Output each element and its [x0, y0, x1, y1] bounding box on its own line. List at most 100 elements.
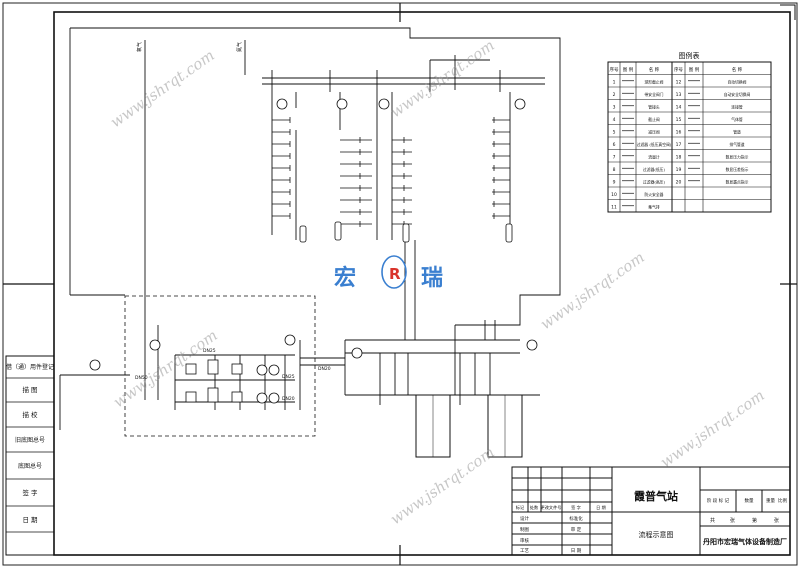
legend-cell: 2	[613, 92, 616, 98]
binding-item-3: 旧底图总号	[15, 436, 45, 444]
legend-cell: 连接管	[731, 105, 743, 110]
legend-cell: 10	[611, 192, 617, 198]
logo-char-right: 瑞	[421, 266, 443, 291]
legend-cell: 13	[676, 92, 682, 98]
legend-cell: 数显压力指示	[726, 155, 749, 160]
pipe-size-label-3: DN20	[282, 396, 295, 402]
binding-item-2: 描 校	[22, 410, 38, 419]
binding-item-4: 底图总号	[18, 462, 42, 470]
legend-cell: 12	[676, 80, 682, 86]
rev-header-4: 日 期	[596, 505, 606, 511]
storage-tanks	[415, 394, 523, 458]
legend-cell: 减压阀	[648, 130, 660, 135]
legend-cell: 管接头	[648, 105, 660, 110]
rev-header-3: 签 字	[571, 504, 581, 510]
legend-title: 图例表	[679, 51, 700, 60]
binding-item-5: 签 字	[22, 488, 38, 497]
regulator-panel-enclosure	[124, 295, 316, 437]
legend-cell: 16	[676, 130, 682, 136]
legend-cell: 15	[676, 117, 682, 123]
logo-char-mid: R	[389, 265, 401, 283]
title-block	[511, 466, 791, 556]
rev-header-0: 标记	[516, 504, 525, 511]
watermark-0: www.jshrqt.com	[107, 46, 218, 131]
legend-cell: 流量计	[648, 155, 660, 160]
legend-cell: 自动安全切换阀	[724, 92, 751, 97]
company-name: 丹阳市宏瑞气体设备制造厂	[702, 537, 787, 546]
pipe-size-label-0: DN25	[203, 348, 216, 354]
cylinder-bank-4	[492, 117, 510, 219]
role-3: 工艺	[520, 548, 529, 554]
legend-grid	[608, 62, 771, 212]
legend-cell: 数显压差指示	[726, 167, 749, 172]
title-block-text: 霞普气站 流程示意图 丹阳市宏瑞气体设备制造厂 标记 处数 更改文件号 签 字 …	[516, 489, 788, 554]
legend-header: 序号	[674, 66, 683, 73]
role2-1: 审 定	[571, 526, 582, 533]
legend-cell: 6	[613, 142, 616, 148]
legend-cell: 14	[676, 105, 682, 111]
legend-cell: 11	[611, 205, 617, 211]
legend-cell: 18	[676, 155, 682, 161]
role2-0: 标准化	[569, 515, 583, 522]
legend-header: 图 例	[623, 66, 634, 73]
watermark-4: www.jshrqt.com	[537, 248, 648, 333]
pipe-network	[59, 40, 545, 430]
legend-header: 序号	[610, 66, 619, 73]
legend-cell: 截止阀	[648, 117, 660, 122]
pipe-size-label-1: DN50	[135, 375, 148, 381]
stage-header-2: 重量	[766, 497, 775, 504]
cylinder-bank-1	[272, 117, 291, 219]
rev-header-2: 更改文件号	[541, 504, 562, 511]
cylinder-bank-2	[340, 137, 372, 227]
drawing-name: 霞普气站	[634, 489, 678, 503]
legend-cell: 1	[613, 80, 616, 86]
role-1: 制图	[520, 526, 529, 533]
legend-cell: 球形截止阀	[645, 80, 664, 85]
role2-2: 日 期	[571, 548, 582, 554]
legend-header: 名 称	[732, 66, 743, 73]
watermark-2: www.jshrqt.com	[110, 326, 221, 411]
rev-header-1: 处数	[530, 504, 539, 511]
pressure-gauges	[89, 98, 538, 371]
legend-cell: 自动切换阀	[728, 80, 747, 85]
role-0: 设计	[520, 515, 529, 522]
brand-logo: 宏 R 瑞	[334, 255, 443, 291]
legend-cell: 管道	[733, 130, 741, 135]
legend-cell: 过滤器(高压)	[643, 180, 665, 185]
gas-cylinders	[299, 221, 513, 243]
cylinder-bank-3	[392, 137, 412, 227]
legend-cell: 19	[676, 167, 682, 173]
pipe-label-nitrogen: 氮气	[236, 42, 243, 52]
legend-cell: 20	[676, 180, 682, 186]
pipe-size-label-2: DN25	[282, 374, 295, 380]
legend-cell: 4	[613, 117, 616, 123]
legend-cell: 7	[613, 155, 616, 161]
pipe-size-label-4: DN20	[318, 366, 331, 372]
legend-cell: 数显露点指示	[726, 180, 749, 185]
sheet-info-1: 张	[730, 517, 735, 524]
drawing-subtitle: 流程示意图	[639, 530, 674, 539]
legend-cell: 过滤器 (低压真空阀)	[637, 142, 672, 147]
legend-cell: 排气管道	[729, 142, 744, 147]
stage-header-3: 比例	[778, 497, 787, 504]
sheet-info-2: 第	[752, 517, 757, 524]
sheet-info-3: 张	[774, 517, 779, 524]
binding-item-0: 借（通）用件登记	[6, 363, 54, 371]
legend-header: 名 称	[649, 66, 660, 73]
watermark-5: www.jshrqt.com	[657, 386, 768, 471]
legend-cell: 8	[613, 167, 616, 173]
stage-header-1: 数量	[745, 497, 754, 504]
stage-header-0: 阶 段 标 记	[707, 497, 730, 504]
pipe-label-oxygen: 氧气	[136, 42, 143, 52]
watermark-1: www.jshrqt.com	[387, 36, 498, 121]
binding-item-6: 日 期	[22, 516, 38, 524]
legend-cell: 带安全阀门	[645, 92, 664, 97]
legend-header: 图 例	[689, 66, 700, 73]
legend-cell: 防火安全器	[645, 192, 664, 197]
corner-tick-tr	[780, 4, 796, 20]
legend-cell: 17	[676, 142, 682, 148]
left-binding-block: 借（通）用件登记 描 图 描 校 旧底图总号 底图总号 签 字 日 期	[5, 355, 55, 556]
legend-cell: 3	[613, 105, 616, 111]
